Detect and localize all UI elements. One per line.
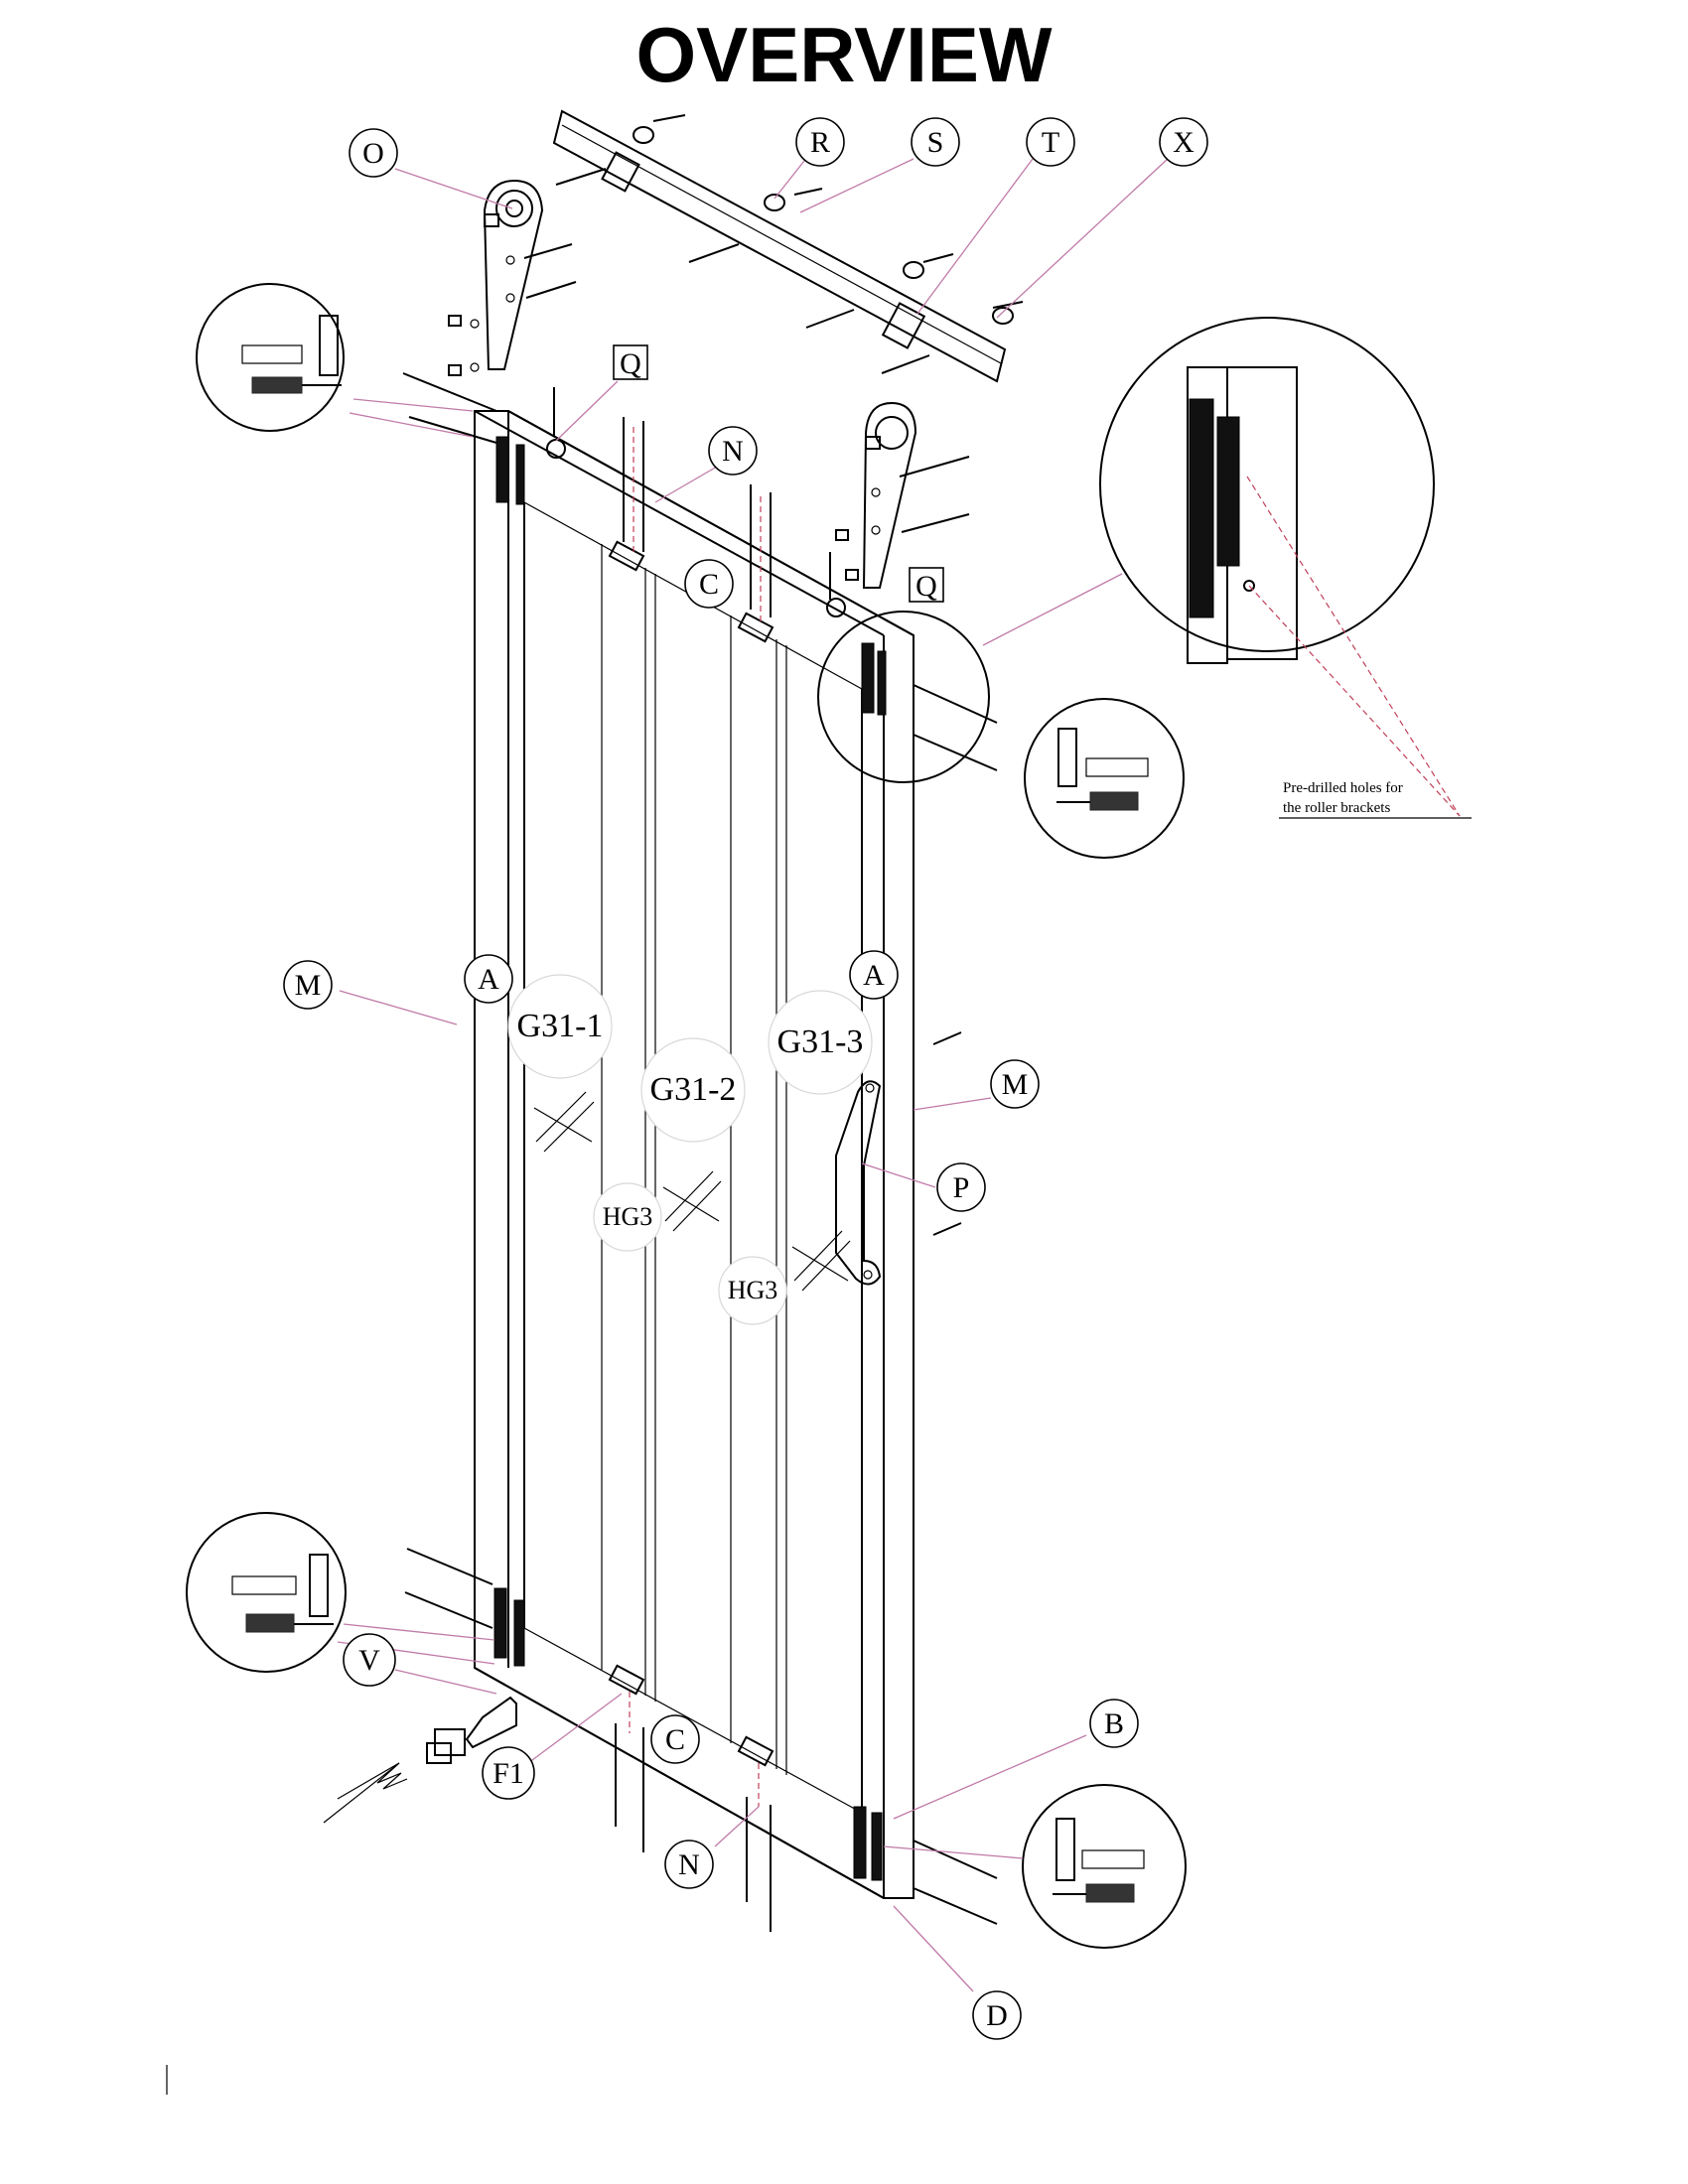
svg-text:A: A: [478, 963, 499, 996]
label-N-bottom: N: [664, 1840, 714, 1889]
label-glass-G31-2: G31-2: [640, 1037, 746, 1143]
label-M-right: M: [990, 1059, 1040, 1109]
label-F1: F1: [482, 1746, 535, 1800]
svg-text:M: M: [1002, 1068, 1029, 1101]
svg-text:S: S: [927, 126, 944, 159]
svg-text:C: C: [699, 568, 719, 601]
detail-top-left: [196, 283, 474, 438]
top-screws: [553, 387, 831, 625]
note-line-1: Pre-drilled holes for: [1283, 780, 1403, 796]
svg-text:X: X: [1173, 126, 1195, 159]
leader-lines: [339, 158, 1169, 1992]
detail-top-right-zoom: [817, 317, 1461, 817]
top-track-rail: [552, 109, 1024, 383]
svg-text:T: T: [1042, 126, 1059, 159]
label-S: S: [911, 117, 960, 167]
svg-text:V: V: [358, 1644, 380, 1677]
label-glass-HG3-right: HG3: [718, 1256, 787, 1325]
svg-text:HG3: HG3: [603, 1202, 653, 1231]
label-C-top: C: [684, 559, 734, 609]
svg-text:D: D: [986, 1999, 1008, 2032]
svg-text:N: N: [722, 435, 744, 468]
svg-text:N: N: [678, 1848, 700, 1881]
label-B: B: [1089, 1699, 1139, 1748]
right-hanger-strap: [835, 401, 970, 589]
label-glass-G31-1: G31-1: [507, 974, 613, 1079]
page-title: OVERVIEW: [636, 11, 1053, 98]
svg-text:R: R: [810, 126, 830, 159]
note-line-2: the roller brackets: [1283, 800, 1390, 816]
svg-text:B: B: [1104, 1707, 1124, 1740]
door-panel: [474, 410, 914, 1899]
label-Q-right: Q: [909, 567, 944, 603]
detail-right-upper: [1024, 698, 1185, 859]
svg-text:O: O: [362, 137, 384, 170]
detail-bottom-right: [883, 1784, 1187, 1949]
svg-text:Q: Q: [915, 570, 937, 603]
svg-text:G31-1: G31-1: [517, 1008, 604, 1044]
svg-text:Q: Q: [620, 347, 641, 380]
label-R: R: [795, 117, 845, 167]
label-V: V: [343, 1633, 396, 1687]
svg-text:F1: F1: [492, 1757, 524, 1790]
side-screws: [402, 372, 998, 1925]
label-X: X: [1159, 117, 1208, 167]
bottom-screws: [615, 1692, 772, 1932]
left-hanger-strap: [448, 179, 577, 376]
label-A-right: A: [849, 950, 899, 1000]
svg-text:G31-2: G31-2: [650, 1071, 737, 1108]
label-P: P: [936, 1162, 986, 1212]
svg-text:C: C: [665, 1723, 685, 1756]
svg-text:A: A: [863, 959, 885, 992]
label-T: T: [1026, 117, 1075, 167]
label-glass-G31-3: G31-3: [768, 990, 873, 1095]
door-handle: [835, 1031, 962, 1286]
detail-bottom-left: [186, 1512, 495, 1673]
label-O: O: [349, 128, 398, 178]
svg-text:M: M: [295, 969, 322, 1002]
label-M-left: M: [283, 960, 333, 1010]
label-glass-HG3-left: HG3: [593, 1182, 662, 1252]
floor-guide: [323, 1696, 517, 1824]
svg-text:HG3: HG3: [728, 1276, 778, 1304]
label-N-top: N: [708, 426, 758, 476]
label-C-bottom: C: [650, 1714, 700, 1764]
label-Q-top: Q: [613, 344, 648, 380]
label-D: D: [972, 1990, 1022, 2040]
label-A-left: A: [464, 954, 513, 1004]
svg-text:P: P: [953, 1171, 970, 1204]
svg-text:G31-3: G31-3: [777, 1024, 864, 1060]
